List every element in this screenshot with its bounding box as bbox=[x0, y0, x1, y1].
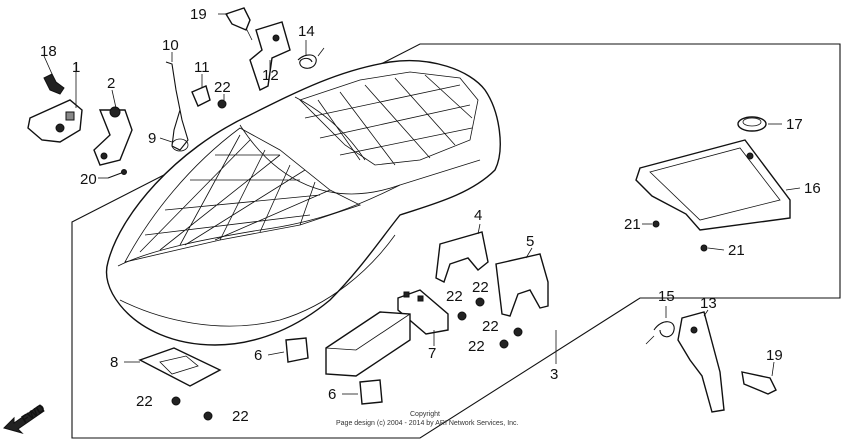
callout-16: 16 bbox=[804, 180, 821, 197]
callout-21-b: 21 bbox=[728, 242, 745, 259]
callout-22-b: 22 bbox=[472, 279, 489, 296]
callout-8: 8 bbox=[110, 354, 118, 371]
callout-19-right: 19 bbox=[766, 347, 783, 364]
callout-11: 11 bbox=[194, 59, 210, 76]
callout-22-a: 22 bbox=[214, 79, 231, 96]
part-9-10-cable[interactable] bbox=[165, 61, 189, 152]
callout-22-g: 22 bbox=[232, 408, 249, 425]
part-2-bracket[interactable] bbox=[93, 106, 133, 166]
part-18-key[interactable] bbox=[43, 73, 65, 95]
part-1-seat-lock[interactable] bbox=[27, 62, 83, 143]
part-4-bracket[interactable] bbox=[435, 231, 489, 283]
part-12-hinge[interactable] bbox=[249, 21, 291, 91]
part-17-grommet[interactable] bbox=[737, 116, 767, 132]
part-5-bracket[interactable] bbox=[495, 253, 549, 317]
callout-14: 14 bbox=[298, 23, 315, 40]
callout-18: 18 bbox=[40, 43, 57, 60]
callout-19-top: 19 bbox=[190, 6, 207, 23]
part-20-pin[interactable] bbox=[107, 169, 127, 179]
callout-6-a: 6 bbox=[254, 347, 262, 364]
callout-15: 15 bbox=[658, 288, 675, 305]
callout-10: 10 bbox=[162, 37, 179, 54]
part-14-spring[interactable] bbox=[297, 47, 325, 69]
copyright-line-1: Copyright bbox=[410, 411, 440, 418]
callout-3: 3 bbox=[550, 366, 558, 383]
callout-9: 9 bbox=[148, 130, 156, 147]
part-15-spring[interactable] bbox=[645, 321, 675, 345]
callout-22-f: 22 bbox=[136, 393, 153, 410]
callout-22-d: 22 bbox=[482, 318, 499, 335]
leader-lines bbox=[43, 13, 801, 395]
foam-block[interactable] bbox=[325, 311, 411, 377]
callout-1: 1 bbox=[72, 59, 80, 76]
part-21-screws[interactable] bbox=[652, 220, 708, 252]
part-19-bolt-right[interactable] bbox=[741, 371, 777, 395]
callout-2: 2 bbox=[107, 75, 115, 92]
callout-5: 5 bbox=[526, 233, 534, 250]
part-16-tray[interactable] bbox=[635, 139, 791, 231]
callout-13: 13 bbox=[700, 295, 717, 312]
callout-22-c: 22 bbox=[446, 288, 463, 305]
seat-assembly[interactable] bbox=[105, 59, 501, 346]
fwd-label: FWD bbox=[20, 402, 48, 426]
callout-4: 4 bbox=[474, 207, 482, 224]
callout-22-e: 22 bbox=[468, 338, 485, 355]
fwd-arrow: FWD bbox=[3, 402, 48, 434]
callout-21-a: 21 bbox=[624, 216, 641, 233]
part-19-bolt-top[interactable] bbox=[224, 7, 253, 41]
part-13-latch[interactable] bbox=[677, 311, 725, 413]
callout-labels: 19 18 1 10 2 11 22 9 20 14 12 17 16 21 2… bbox=[40, 6, 821, 425]
washer-22[interactable] bbox=[171, 99, 523, 421]
callout-6-b: 6 bbox=[328, 386, 336, 403]
copyright-notice: Copyright Page design (c) 2004 - 2014 by… bbox=[336, 411, 519, 427]
callout-17: 17 bbox=[786, 116, 803, 133]
callout-7: 7 bbox=[428, 345, 436, 362]
copyright-line-2: Page design (c) 2004 - 2014 by ARI Netwo… bbox=[336, 420, 519, 427]
part-8-plate[interactable] bbox=[138, 347, 222, 387]
callout-20: 20 bbox=[80, 171, 97, 188]
assembly-boundary bbox=[71, 43, 841, 439]
part-7-block[interactable] bbox=[397, 289, 449, 335]
part-11-clip[interactable] bbox=[191, 85, 211, 107]
part-6-cushions[interactable] bbox=[285, 337, 383, 405]
callout-12: 12 bbox=[262, 67, 279, 84]
